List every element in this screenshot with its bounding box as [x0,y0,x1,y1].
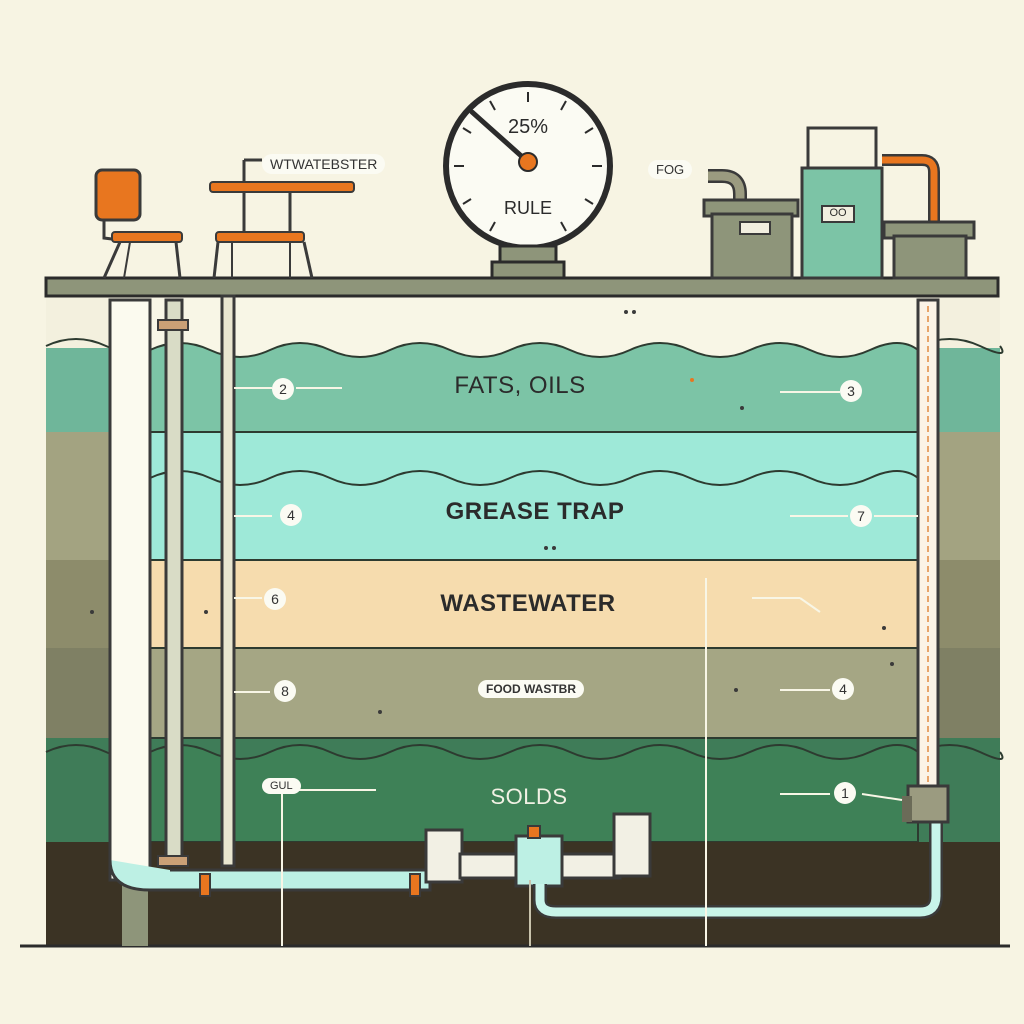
water-tank [800,126,976,280]
specks [90,310,894,714]
marker-left-2: 2 [272,378,294,400]
sink-station-label: WTWATEBSTER [262,154,386,174]
marker-left-8: 8 [274,680,296,702]
water-tank-unit-label: OO [829,207,847,219]
marker-left-6: 6 [264,588,286,610]
fog-tank [702,169,800,280]
marker-left-4: 4 [280,504,302,526]
gauge-caption: RULE [503,198,552,218]
solids-layer [149,744,919,843]
food-waste-label: FOOD WASTBR [478,680,584,698]
annotation-lines [234,387,918,801]
marker-right-1: 1 [834,782,856,804]
fats-oils-layer [149,342,919,433]
table-station [209,158,355,279]
grease-trap-layer [149,431,919,561]
inlet-pipes [108,294,432,946]
sink-station [94,168,183,279]
marker-right-7: 7 [850,505,872,527]
wastewater-label: WASTEWATER [440,590,616,617]
vent-pipe [902,298,950,824]
fog-label: FOG [648,160,693,179]
marker-right-3: 3 [840,380,862,402]
side-tag: GUL [262,778,301,794]
fats-oils-label: FATS, OILS [454,372,586,399]
marker-right-4: 4 [832,678,854,700]
gauge-value: 25% [507,116,549,138]
solids-label: SOLDS [490,784,568,809]
grease-trap-label: GREASE TRAP [445,498,625,525]
gauge-needle [469,109,531,165]
gauge [443,81,613,280]
top-slab [44,276,1000,298]
outlet-pipework [424,812,943,946]
